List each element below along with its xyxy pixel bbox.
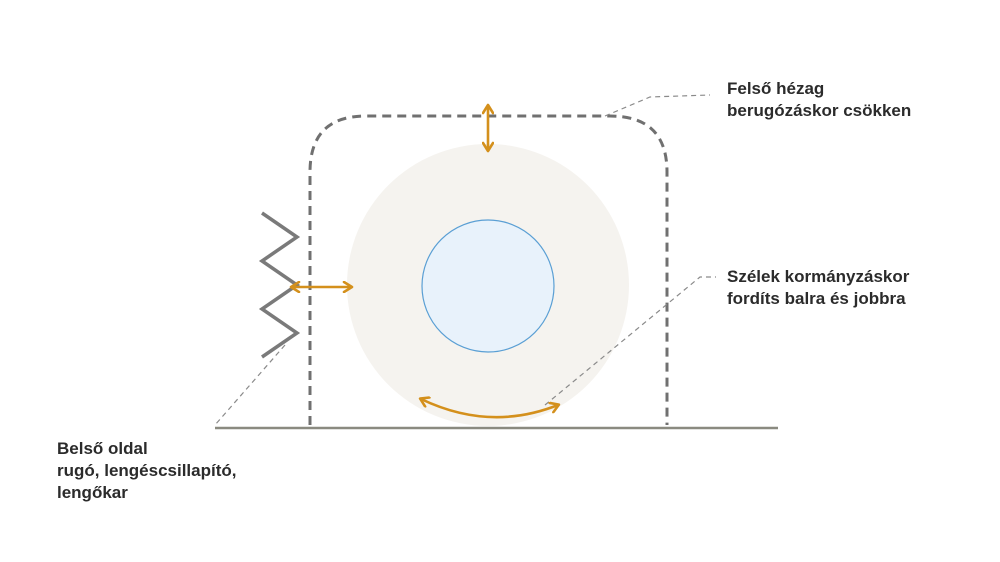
label-inner-side-line2: rugó, lengéscsillapító, <box>57 461 237 480</box>
label-side-clearance: Szélek kormányzáskor fordíts balra és jo… <box>727 266 909 310</box>
leader-line-side-clearance <box>544 276 716 406</box>
label-inner-side-line3: lengőkar <box>57 483 128 502</box>
steering-arc-arrow <box>421 399 558 419</box>
wheel-hub <box>421 219 555 353</box>
label-side-clearance-line2: fordíts balra és jobbra <box>727 289 906 308</box>
label-top-gap-line1: Felső hézag <box>727 79 825 98</box>
label-side-clearance-line1: Szélek kormányzáskor <box>727 267 910 286</box>
label-top-gap: Felső hézag berugózáskor csökken <box>727 78 911 122</box>
label-inner-side: Belső oldal rugó, lengéscsillapító, leng… <box>57 438 236 504</box>
spring <box>258 211 301 359</box>
label-inner-side-line1: Belső oldal <box>57 439 148 458</box>
label-top-gap-line2: berugózáskor csökken <box>727 101 912 120</box>
leader-line-inner-side <box>214 344 286 426</box>
leader-line-top-gap <box>604 94 711 117</box>
